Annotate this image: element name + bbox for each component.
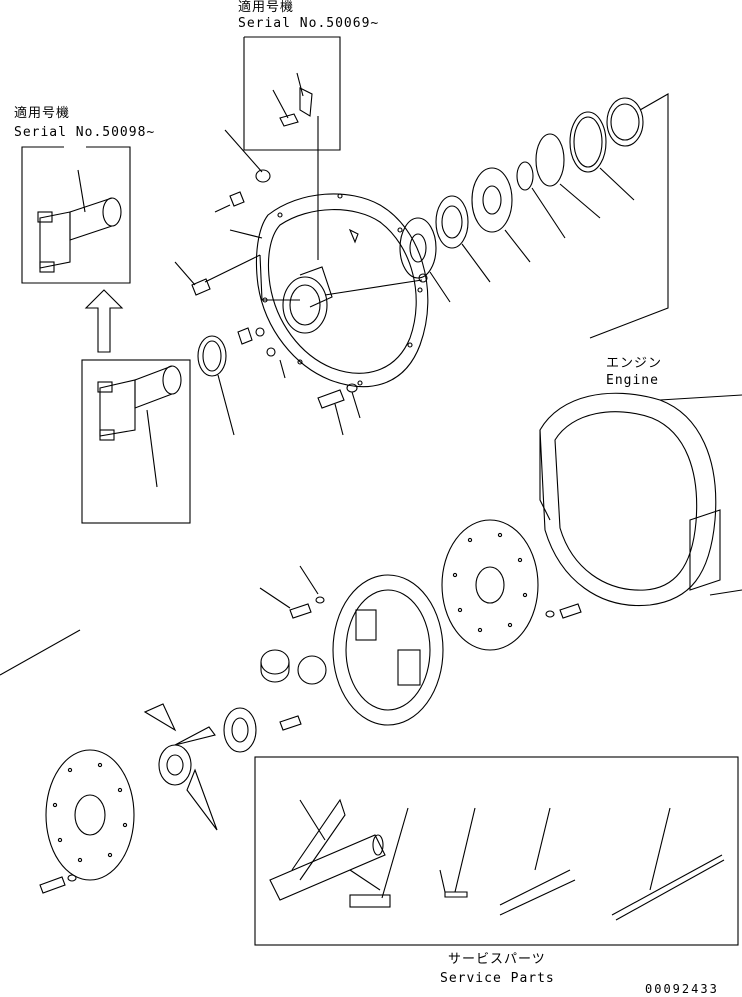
housing-bolt (279, 359, 361, 436)
inset-box-serial-50069 (243, 36, 341, 260)
engine-jp-label: エンジン (606, 356, 663, 371)
spider-yoke (143, 703, 302, 831)
serial-left-jp-label: 適用号機 (14, 106, 71, 121)
service-parts-label: Service Parts (440, 971, 555, 986)
seal-ring (197, 335, 235, 436)
coupling-housing (259, 565, 444, 726)
flywheel-housing (255, 193, 429, 388)
small-fittings (174, 129, 428, 357)
service-parts-jp-label: サービスパーツ (448, 952, 546, 967)
bearing-stack (399, 93, 669, 339)
inset-box-drive-shaft (81, 359, 191, 524)
rubber-dampers (260, 649, 327, 685)
service-parts-box (254, 756, 739, 946)
engine-label: Engine (606, 373, 659, 388)
drawing-number-label: 00092433 (645, 982, 719, 996)
arrow-up (84, 289, 124, 353)
drive-plate (0, 629, 135, 894)
engine-block (539, 392, 742, 607)
serial-top-jp-label: 適用号機 (238, 0, 295, 15)
inset-box-serial-50098 (21, 146, 131, 284)
serial-left-label: Serial No.50098~ (14, 125, 156, 140)
flex-plate (441, 519, 582, 651)
serial-top-label: Serial No.50069~ (238, 16, 380, 31)
